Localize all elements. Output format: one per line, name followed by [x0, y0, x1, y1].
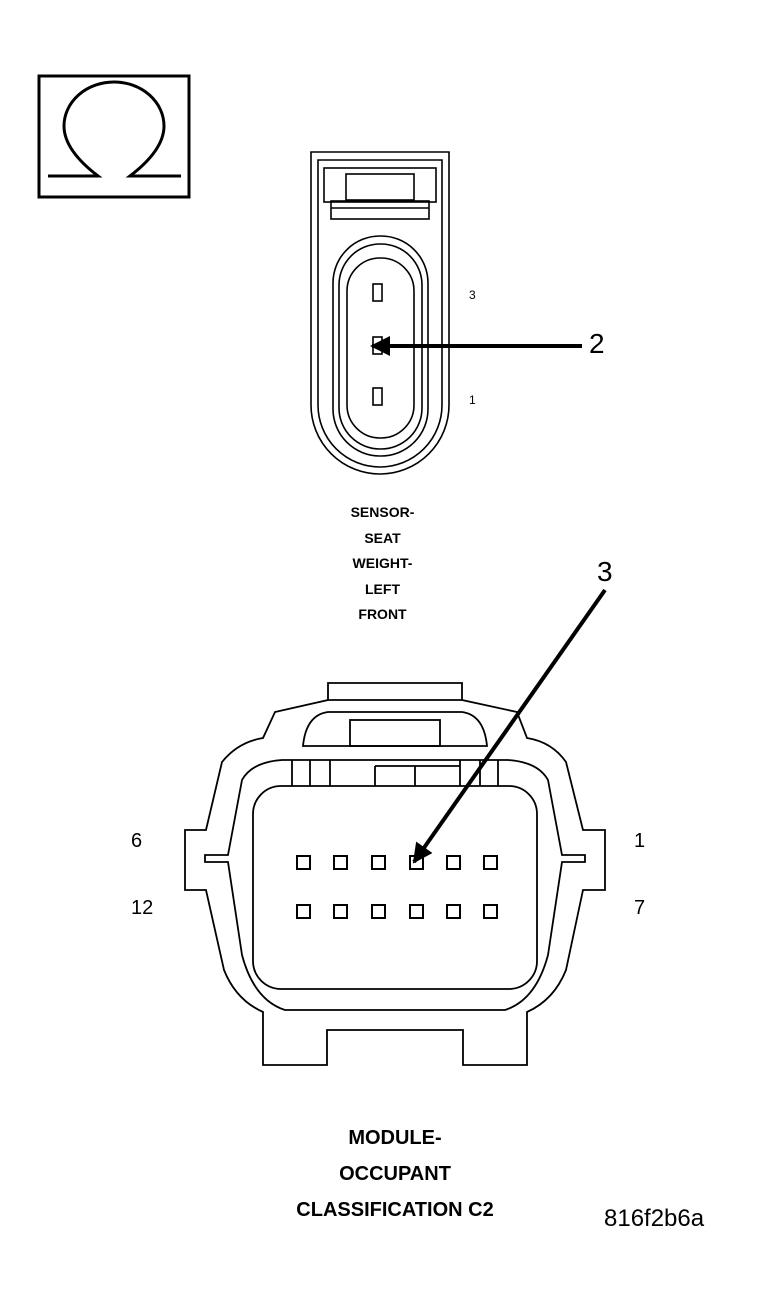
sensor-pin-1 — [372, 387, 383, 406]
module-pin-11 — [333, 904, 348, 919]
module-pin-12 — [296, 904, 311, 919]
module-pin-label-6: 6 — [131, 830, 143, 852]
module-pin-label-1: 1 — [634, 830, 646, 852]
sensor-pin-label-1: 1 — [469, 393, 476, 407]
module-caption-line: CLASSIFICATION C2 — [296, 1199, 494, 1221]
sensor-caption-line: SENSOR- — [350, 504, 415, 520]
callout-label-2: 2 — [589, 328, 605, 359]
module-pin-9 — [409, 904, 424, 919]
sensor-caption-line: WEIGHT- — [352, 555, 413, 571]
module-connector — [184, 682, 606, 1066]
module-pin-8 — [446, 904, 461, 919]
module-caption: MODULE- OCCUPANT CLASSIFICATION C2 — [250, 1120, 540, 1228]
ohm-icon — [37, 74, 191, 199]
module-caption-line: OCCUPANT — [339, 1163, 451, 1185]
callout-arrow-3 — [412, 588, 607, 864]
sensor-pin-label-3: 3 — [469, 288, 476, 302]
module-pin-label-7: 7 — [634, 897, 646, 919]
sensor-caption-line: LEFT — [365, 580, 400, 597]
module-pin-1 — [483, 855, 498, 870]
module-pin-5 — [333, 855, 348, 870]
figure-code: 816f2b6a — [604, 1205, 705, 1232]
module-pin-7 — [483, 904, 498, 919]
sensor-caption-line: FRONT — [358, 606, 407, 622]
module-caption-line: MODULE- — [348, 1127, 442, 1149]
module-pin-10 — [371, 904, 386, 919]
sensor-caption: SENSOR- SEAT WEIGHT- LEFT FRONT — [310, 500, 455, 628]
sensor-pin-3 — [372, 283, 383, 302]
sensor-caption-line: SEAT — [364, 529, 401, 546]
module-pin-2 — [446, 855, 461, 870]
module-pin-6 — [296, 855, 311, 870]
callout-label-3: 3 — [597, 556, 613, 587]
module-pin-label-12: 12 — [131, 897, 154, 919]
module-pins — [296, 855, 498, 919]
module-pin-4 — [371, 855, 386, 870]
sensor-connector — [310, 151, 450, 475]
